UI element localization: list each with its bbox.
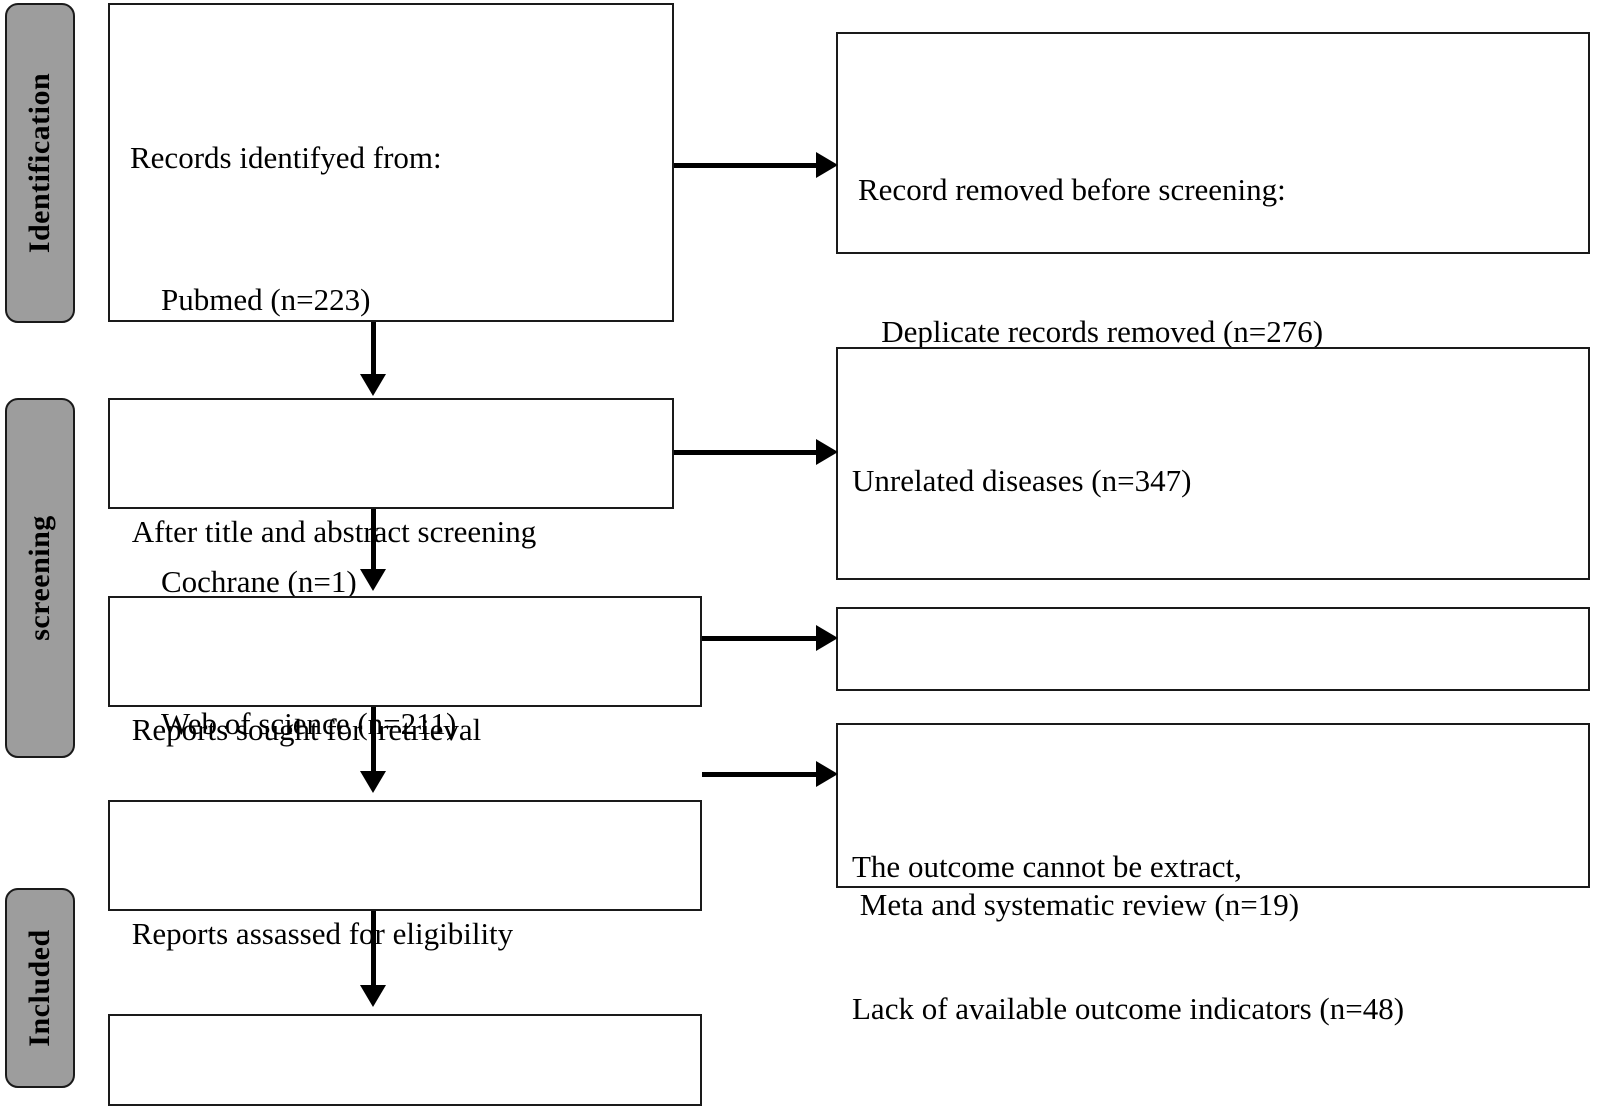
arrow-screening-to-sought-line <box>371 509 376 573</box>
studies-included-in-review-box: Studies included in review (n=19) <box>108 1014 702 1106</box>
records-removed-before-screening-box: Record removed before screening: Deplica… <box>836 32 1590 490</box>
reports-excluded-outcome-box: The outcome cannot be extract, Lack of a… <box>836 723 1590 1026</box>
stage-tab-included: Included <box>5 888 75 1088</box>
arrow-assessed-to-included-head <box>360 985 386 1007</box>
arrow-screening-to-excluded-line <box>674 450 822 455</box>
records-removed-line-1: Deplicate records removed (n=276) <box>858 313 1324 349</box>
arrow-sought-to-assessed-line <box>371 707 376 777</box>
reports-sought-line-0: Reports sought for retrieval <box>124 712 482 748</box>
records-identified-line-1: Pubmed (n=223) <box>130 281 371 317</box>
stage-tab-identification-label: Identification <box>23 72 56 254</box>
arrow-sought-to-not-retrieved-line <box>702 636 822 641</box>
reports-assessed-line-0: Reports assassed for eligibility <box>124 916 514 952</box>
reports-assessed-for-eligibility-box: Reports assassed for eligibility (n=67) <box>108 800 702 1093</box>
arrow-screening-to-sought-head <box>360 569 386 591</box>
records-identified-box: Records identifyed from: Pubmed (n=223) … <box>108 3 674 741</box>
screening-excluded-line-0: Unrelated diseases (n=347) <box>852 463 1192 499</box>
stage-tab-included-label: Included <box>23 929 56 1047</box>
studies-included-text: Studies included in review (n=19) <box>124 1030 690 1108</box>
reports-not-retrieved-box: Reports not retrieved (n=93) <box>836 607 1590 764</box>
reports-excluded-line-0: The outcome cannot be extract, <box>852 849 1242 885</box>
after-title-abstract-screening-box: After title and abstract screening (n=55… <box>108 398 674 691</box>
records-removed-line-0: Record removed before screening: <box>858 172 1286 208</box>
records-identified-line-3: Cochrane (n=1) <box>130 564 357 600</box>
arrow-identified-to-screening-head <box>360 374 386 396</box>
arrow-identified-to-removed-head <box>816 152 838 178</box>
arrow-assessed-to-excluded-head <box>816 761 838 787</box>
reports-excluded-line-1: Lack of available outcome indicators (n=… <box>852 990 1405 1026</box>
records-identified-line-0: Records identifyed from: <box>130 140 442 176</box>
screening-excluded-line-3: Meta and systematic review (n=19) <box>852 887 1300 923</box>
arrow-sought-to-not-retrieved-head <box>816 625 838 651</box>
reports-excluded-text: The outcome cannot be extract, Lack of a… <box>852 749 1578 1108</box>
arrow-identified-to-removed-line <box>674 163 822 168</box>
after-title-abstract-line-0: After title and abstract screening <box>124 514 537 550</box>
arrow-assessed-to-included-line <box>371 911 376 991</box>
arrow-identified-to-screening-line <box>371 322 376 378</box>
arrow-sought-to-assessed-head <box>360 771 386 793</box>
arrow-assessed-to-excluded-line <box>702 772 822 777</box>
screening-excluded-box: Unrelated diseases (n=347) Conference ab… <box>836 347 1590 922</box>
stage-tab-screening-label: screening <box>23 515 56 641</box>
stage-tab-screening: screening <box>5 398 75 758</box>
arrow-screening-to-excluded-head <box>816 439 838 465</box>
reports-sought-for-retrieval-box: Reports sought for retrieval (n=160) <box>108 596 702 889</box>
stage-tab-identification: Identification <box>5 3 75 323</box>
